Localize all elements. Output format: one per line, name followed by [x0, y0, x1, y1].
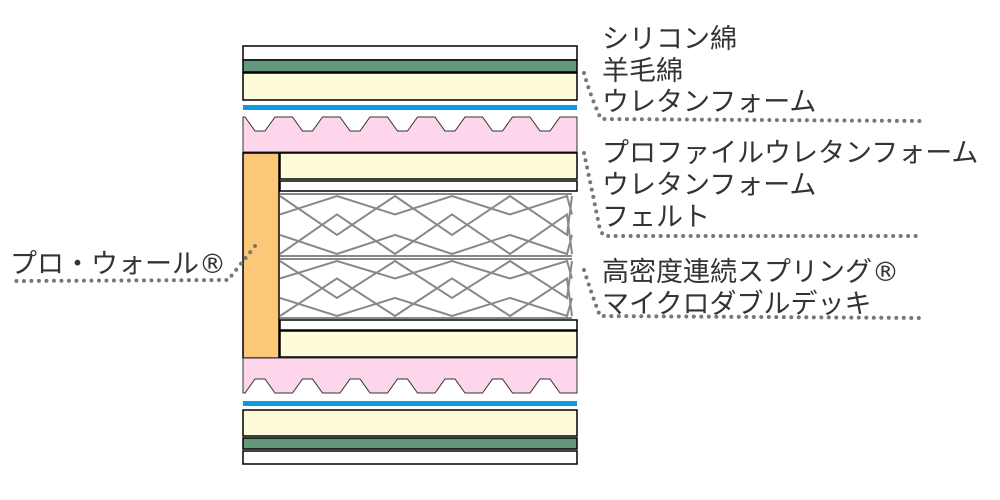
label-pro-wall: プロ・ウォール® — [10, 249, 226, 280]
leader-spring-group — [582, 268, 922, 320]
spring-coil — [279, 259, 573, 300]
layer-profile-urethane-top — [242, 116, 578, 153]
label-silicone-cotton: シリコン綿 — [602, 24, 737, 55]
pro-wall — [242, 152, 280, 359]
layer-felt-bottom — [279, 319, 578, 331]
spring-coil — [279, 259, 573, 280]
label-profile-urethane: プロファイルウレタンフォーム — [602, 138, 978, 169]
layer-urethane-inner-top — [279, 152, 578, 180]
layer-urethane-top — [242, 72, 578, 101]
layer-silicone-cotton-top — [242, 45, 578, 61]
layer-felt-top — [279, 180, 578, 192]
label-double-deck: マイクロダブルデッキ — [602, 289, 871, 320]
spring-coil — [279, 194, 573, 237]
spring-coil — [279, 276, 573, 318]
spring-coil — [279, 212, 573, 256]
layer-urethane-bottom — [242, 409, 578, 437]
label-spring: 高密度連続スプリング® — [602, 257, 899, 288]
spring-coil — [279, 194, 573, 216]
spring-coil — [279, 233, 573, 256]
layer-silicone-cotton-bottom — [242, 450, 578, 465]
label-urethane-foam-top: ウレタンフォーム — [602, 87, 816, 118]
layer-urethane-inner-bottom — [279, 330, 578, 358]
leader-side-wall — [10, 244, 257, 283]
layer-profile-urethane-bottom — [242, 357, 578, 394]
layer-blue-sheet-top — [243, 105, 577, 110]
layer-wool-bottom — [242, 437, 578, 450]
spring-coil — [279, 296, 573, 318]
label-urethane-foam-inner: ウレタンフォーム — [602, 170, 816, 201]
layer-blue-sheet-bottom — [243, 401, 577, 406]
spring-unit — [279, 193, 573, 319]
label-felt: フェルト — [602, 202, 710, 233]
layer-wool-top — [242, 59, 578, 73]
label-wool-cotton: 羊毛綿 — [602, 56, 683, 87]
